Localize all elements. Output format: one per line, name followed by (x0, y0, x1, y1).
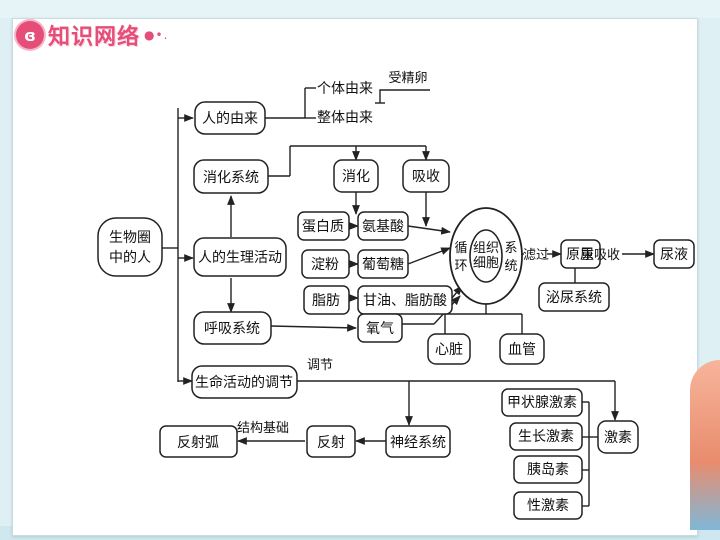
node-glycerol-fatty-acid: 甘油、脂肪酸 (357, 285, 453, 315)
svg-text:细胞: 细胞 (473, 256, 499, 271)
node-fat: 脂肪 (303, 285, 350, 315)
node-digestive-system: 消化系统 (193, 159, 269, 194)
svg-text:原尿: 原尿 (566, 247, 594, 263)
svg-text:蛋白质: 蛋白质 (302, 219, 344, 235)
node-heart: 心脏 (427, 333, 471, 365)
svg-text:消化系统: 消化系统 (203, 170, 259, 186)
svg-text:脂肪: 脂肪 (312, 293, 340, 309)
node-nervous-system: 神经系统 (385, 425, 451, 458)
node-urine: 尿液 (653, 239, 695, 269)
svg-text:系: 系 (504, 241, 517, 256)
svg-text:甘油、脂肪酸: 甘油、脂肪酸 (363, 293, 447, 309)
svg-text:性激素: 性激素 (527, 497, 569, 514)
node-oxygen: 氧气 (357, 313, 403, 343)
node-regulation: 生命活动的调节 (191, 365, 298, 399)
svg-text:个体由来: 个体由来 (317, 81, 373, 97)
svg-text:生命活动的调节: 生命活动的调节 (195, 374, 293, 391)
svg-text:消化: 消化 (342, 169, 370, 185)
svg-text:心脏: 心脏 (435, 342, 463, 358)
node-digestion: 消化 (333, 159, 379, 193)
svg-text:尿液: 尿液 (660, 247, 688, 263)
label-filter: 滤过 (523, 248, 549, 263)
svg-text:组织: 组织 (473, 241, 499, 256)
node-insulin: 胰岛素 (513, 455, 583, 484)
node-root: 生物圈 中的人 (97, 217, 163, 277)
decoration-right (690, 360, 720, 530)
top-stripe (0, 0, 720, 18)
svg-text:环: 环 (454, 259, 467, 274)
svg-text:甲状腺激素: 甲状腺激素 (507, 394, 577, 411)
svg-text:血管: 血管 (508, 342, 536, 358)
node-life-activity: 人的生理活动 (193, 237, 287, 277)
label-structure-basis: 结构基础 (237, 421, 289, 436)
node-overall: 整体由来 (317, 110, 373, 126)
svg-text:反射: 反射 (317, 435, 345, 451)
connectors (162, 87, 655, 507)
section-title: 知识网络 (48, 25, 141, 50)
svg-text:泌尿系统: 泌尿系统 (546, 290, 602, 306)
node-primary-urine: 原尿 (560, 239, 601, 269)
svg-text:中的人: 中的人 (109, 250, 151, 266)
section-header: ɞ 知识网络 ●•. (16, 18, 168, 52)
svg-text:神经系统: 神经系统 (390, 435, 446, 451)
node-thyroxine: 甲状腺激素 (501, 388, 583, 417)
node-hormone: 激素 (597, 420, 639, 454)
svg-text:循: 循 (454, 241, 467, 256)
label-regulate: 调节 (307, 358, 333, 373)
svg-text:人的由来: 人的由来 (202, 111, 258, 127)
svg-text:氧气: 氧气 (366, 321, 394, 337)
svg-text:统: 统 (504, 259, 517, 274)
node-absorption: 吸收 (402, 159, 450, 193)
svg-text:激素: 激素 (604, 429, 632, 446)
svg-text:反射弧: 反射弧 (177, 435, 219, 451)
node-circulation-system: 循 环 系 统 组织 细胞 (449, 207, 523, 305)
node-respiratory-system: 呼吸系统 (193, 311, 272, 345)
node-blood-vessel: 血管 (499, 333, 545, 365)
svg-text:胰岛素: 胰岛素 (527, 462, 569, 478)
node-urinary-system: 泌尿系统 (538, 282, 610, 312)
svg-text:葡萄糖: 葡萄糖 (362, 257, 404, 273)
swan-icon: ɞ (16, 21, 44, 49)
label-reabsorption: 重吸收 (581, 247, 620, 263)
node-protein: 蛋白质 (297, 211, 350, 241)
node-reflex-arc: 反射弧 (159, 425, 238, 458)
svg-text:生物圈: 生物圈 (109, 230, 151, 246)
node-starch: 淀粉 (301, 249, 350, 279)
node-amino-acid: 氨基酸 (357, 211, 409, 241)
svg-text:整体由来: 整体由来 (317, 110, 373, 126)
node-growth-hormone: 生长激素 (509, 422, 583, 451)
node-individual: 个体由来 (317, 81, 373, 97)
decorative-dots: ●•. (144, 28, 169, 42)
svg-text:生长激素: 生长激素 (518, 428, 574, 445)
node-sex-hormone: 性激素 (513, 491, 583, 520)
svg-text:呼吸系统: 呼吸系统 (204, 321, 260, 337)
node-reflex: 反射 (306, 425, 356, 458)
node-origin: 人的由来 (194, 101, 266, 135)
node-glucose: 葡萄糖 (357, 249, 409, 279)
svg-text:氨基酸: 氨基酸 (362, 218, 404, 235)
svg-text:淀粉: 淀粉 (311, 257, 339, 273)
label-fertilized-egg: 受精卵 (388, 71, 427, 86)
svg-text:吸收: 吸收 (412, 169, 440, 185)
svg-text:人的生理活动: 人的生理活动 (198, 250, 282, 266)
